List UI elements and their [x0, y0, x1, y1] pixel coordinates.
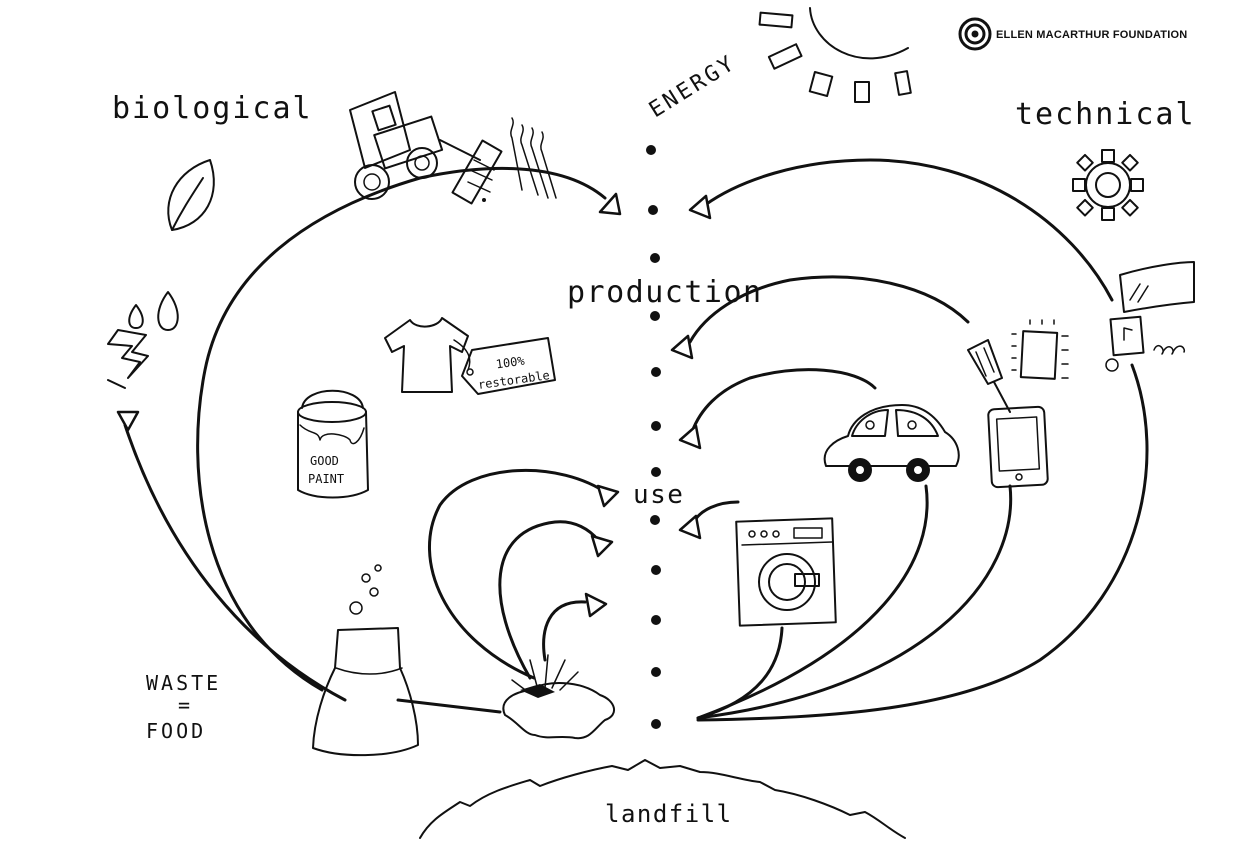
- biological-label: biological: [112, 91, 313, 126]
- phone-icon: [1011, 319, 1069, 380]
- food-label: FOOD: [146, 719, 206, 743]
- spatula-icon: [967, 339, 1011, 413]
- gear-icon: [1072, 149, 1144, 221]
- tablet-icon: [987, 405, 1049, 489]
- production-label: production: [567, 275, 763, 310]
- logo-rings-icon: [958, 17, 992, 51]
- landfill-label: landfill: [605, 800, 733, 828]
- paint-line2: PAINT: [308, 472, 344, 486]
- flask-icon: [312, 564, 419, 757]
- tractor-icon: [349, 91, 557, 205]
- sun-icon: [758, 7, 912, 103]
- display-screen-icon: [1119, 261, 1195, 313]
- restorable-tag: 100% restorable: [461, 337, 556, 395]
- ellen-macarthur-logo: ELLEN MACARTHUR FOUNDATION: [958, 17, 1187, 51]
- center-divider: [646, 145, 661, 729]
- technical-label: technical: [1015, 97, 1196, 132]
- car-icon: [823, 404, 960, 482]
- water-drops-icon: [128, 291, 179, 331]
- equals-label: =: [178, 693, 190, 717]
- tshirt-icon: [384, 317, 471, 393]
- tag-line1: 100%: [495, 354, 526, 372]
- technical-cycle-arrows: [670, 158, 1149, 722]
- leaf-icon: [167, 159, 215, 231]
- paint-can-icon: GOOD PAINT: [297, 389, 369, 499]
- waste-label: WASTE: [146, 671, 221, 695]
- waste-food-label: WASTE = FOOD: [146, 671, 221, 743]
- paint-line1: GOOD: [310, 454, 339, 468]
- washing-machine-icon: [735, 517, 837, 627]
- logo-text: ELLEN MACARTHUR FOUNDATION: [996, 29, 1187, 41]
- biological-cycle-arrows: [116, 166, 622, 714]
- soil-plant-icon: [502, 654, 615, 740]
- mobile-phone-icon: [1105, 315, 1186, 372]
- landfill-hill: [419, 759, 906, 839]
- energy-label: ENERGY: [645, 50, 741, 123]
- lightning-icon: [107, 329, 149, 389]
- use-label: use: [633, 480, 684, 510]
